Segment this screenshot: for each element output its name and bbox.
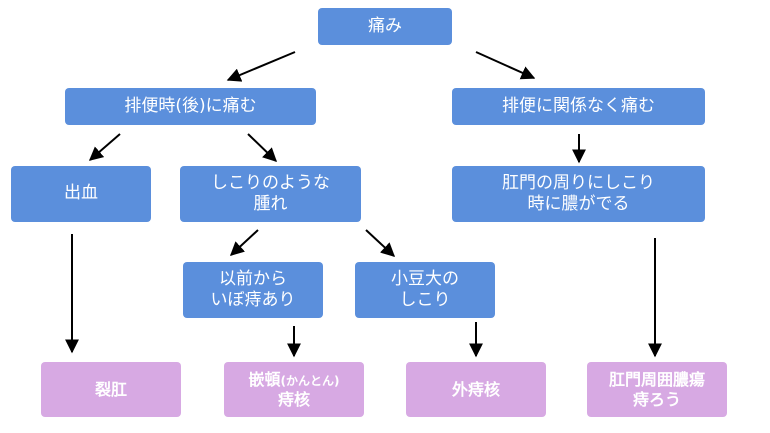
diagnosis-perianal-abscess-fistula: 肛門周囲膿瘍 痔ろう xyxy=(587,362,727,417)
diagnosis-fissure-label: 裂肛 xyxy=(94,379,127,399)
node-pain-label: 痛み xyxy=(368,15,402,36)
node-bean-lump: 小豆大の しこり xyxy=(355,262,495,318)
diagnosis-fistula-line1: 肛門周囲膿瘍 xyxy=(608,369,705,389)
diagnosis-fistula-line2: 痔ろう xyxy=(632,389,681,409)
diagnosis-incarcerated-line1: 嵌頓(かんとん) xyxy=(249,370,340,390)
node-bean-line2: しこり xyxy=(399,290,451,310)
node-pus: 肛門の周りにしこり 時に膿がでる xyxy=(452,166,705,222)
arrow-after-to-bleeding xyxy=(88,133,121,161)
arrow-root-to-regardless xyxy=(475,51,536,80)
node-after-label: 排便時(後)に痛む xyxy=(124,95,257,116)
node-lump-line1: しこりのような xyxy=(211,172,330,193)
node-lump-line2: 腫れ xyxy=(253,194,288,214)
arrow-after-to-lump xyxy=(247,133,278,162)
node-pus-line1: 肛門の周りにしこり xyxy=(502,172,655,193)
diagnosis-external-hemorrhoid: 外痔核 xyxy=(406,362,546,417)
node-bleeding-label: 出血 xyxy=(64,183,98,204)
node-prior-line1: 以前から xyxy=(219,268,287,289)
diagnosis-incarcerated-line2: 痔核 xyxy=(277,389,310,409)
node-pain-after-defecation: 排便時(後)に痛む xyxy=(65,88,316,125)
node-bleeding: 出血 xyxy=(11,166,151,222)
diagnosis-external-label: 外痔核 xyxy=(451,379,500,399)
node-lump-swelling: しこりのような 腫れ xyxy=(180,166,361,222)
node-bean-line1: 小豆大の xyxy=(391,268,459,289)
node-pain: 痛み xyxy=(318,8,452,45)
diagnosis-incarcerated-reading: (かんとん) xyxy=(280,373,340,388)
arrow-lump-to-bean xyxy=(365,229,396,257)
diagnosis-anal-fissure: 裂肛 xyxy=(41,362,181,417)
diagnosis-incarcerated-hemorrhoid: 嵌頓(かんとん) 痔核 xyxy=(224,362,364,417)
node-regardless-label: 排便に関係なく痛む xyxy=(502,95,655,116)
node-prior-hemorrhoid: 以前から いぼ痔あり xyxy=(183,262,323,318)
arrow-lump-to-prior xyxy=(229,229,259,256)
diagnosis-incarcerated-main: 嵌頓 xyxy=(248,369,281,389)
node-pain-regardless: 排便に関係なく痛む xyxy=(452,88,705,125)
node-pus-line2: 時に膿がでる xyxy=(527,194,630,214)
node-prior-line2: いぼ痔あり xyxy=(210,290,296,310)
arrow-root-to-after xyxy=(226,51,296,82)
